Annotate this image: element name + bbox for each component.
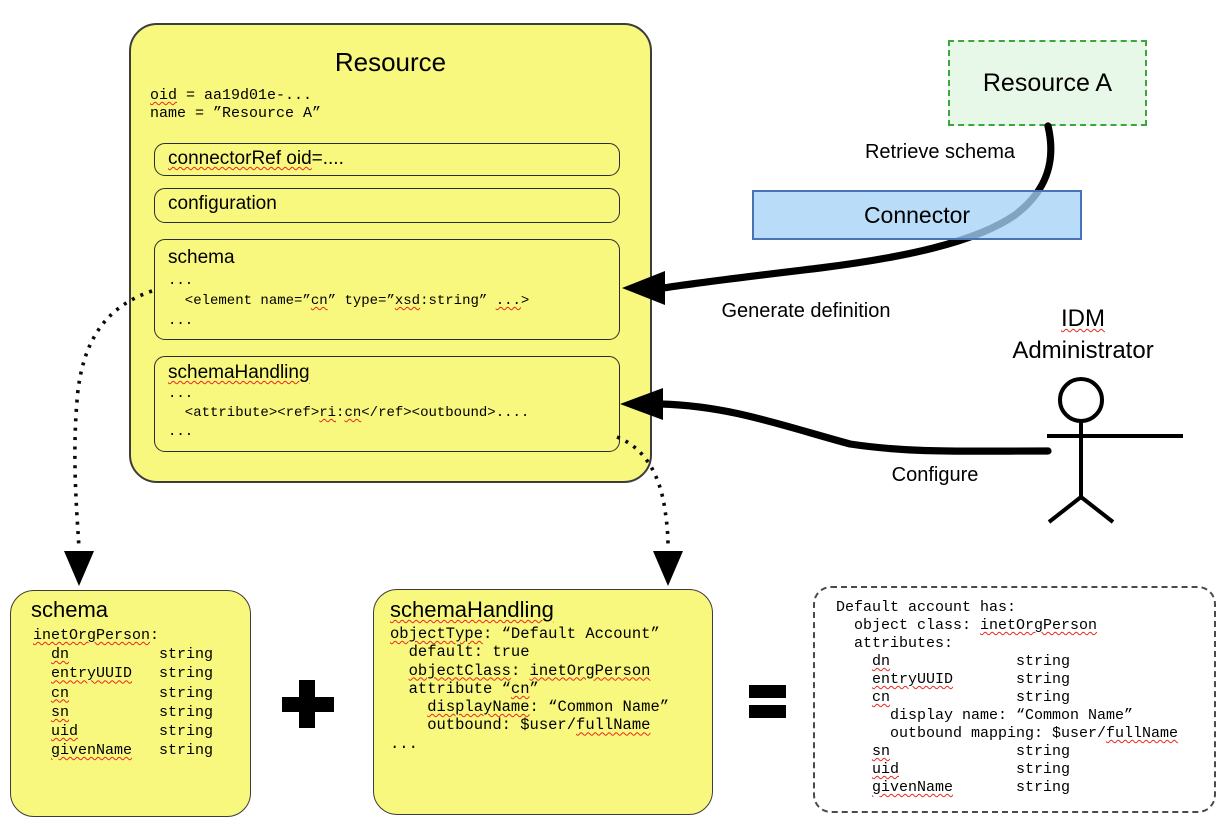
idm-administrator-line2: Administrator <box>1012 337 1154 364</box>
stick-figure <box>1047 377 1183 524</box>
combined-result-box: Default account has: object class: inetO… <box>813 586 1216 813</box>
connector-box: Connector <box>752 190 1082 240</box>
connector-ref-box: connectorRef oid=.... <box>154 143 620 176</box>
connector-ref-label: connectorRef oid=.... <box>168 148 344 169</box>
connector-label: Connector <box>863 202 971 228</box>
schema-result-box: schema inetOrgPerson: dn string entryUUI… <box>10 590 251 817</box>
schema-section-title: schema <box>168 247 235 268</box>
schema-handling-section-code: ... <attribute><ref>ri:cn</ref><outbound… <box>168 386 530 440</box>
stick-figure-left-leg <box>1047 495 1083 524</box>
schema-section-code: ... <element name=”cn” type=”xsd:string”… <box>168 273 530 329</box>
stick-figure-right-leg <box>1079 495 1115 524</box>
configuration-label: configuration <box>168 193 277 214</box>
equals-icon <box>749 685 786 721</box>
arrow-configure <box>620 388 1052 455</box>
resource-a-box: Resource A <box>948 40 1147 126</box>
idm-administrator-label: IDM Administrator <box>983 303 1183 367</box>
idm-administrator-line1: IDM <box>1061 305 1105 332</box>
combined-result-code: Default account has: object class: inetO… <box>836 599 1179 796</box>
resource-object-box: Resource oid = aa19d01e-...name = ”Resou… <box>129 23 652 483</box>
schema-handling-result-title: schemaHandling <box>390 597 554 622</box>
schema-handling-section-box: schemaHandling ... <attribute><ref>ri:cn… <box>154 356 620 452</box>
schema-handling-section-title: schemaHandling <box>168 362 310 383</box>
retrieve-schema-label: Retrieve schema <box>864 141 1016 163</box>
schema-result-code: inetOrgPerson: dn string entryUUID strin… <box>33 627 214 760</box>
stick-figure-head <box>1058 377 1104 423</box>
plus-icon <box>282 680 334 728</box>
resource-title: Resource <box>334 47 447 77</box>
schema-handling-result-code: objectType: “Default Account” default: t… <box>390 625 670 753</box>
resource-properties: oid = aa19d01e-...name = ”Resource A” <box>150 87 322 122</box>
configure-label: Configure <box>891 464 979 486</box>
schema-handling-result-box: schemaHandling objectType: “Default Acco… <box>373 589 713 815</box>
configuration-box: configuration <box>154 188 620 223</box>
schema-result-title: schema <box>31 597 109 622</box>
resource-a-label: Resource A <box>982 69 1113 97</box>
generate-definition-label: Generate definition <box>721 300 891 322</box>
schema-section-box: schema ... <element name=”cn” type=”xsd:… <box>154 239 620 340</box>
